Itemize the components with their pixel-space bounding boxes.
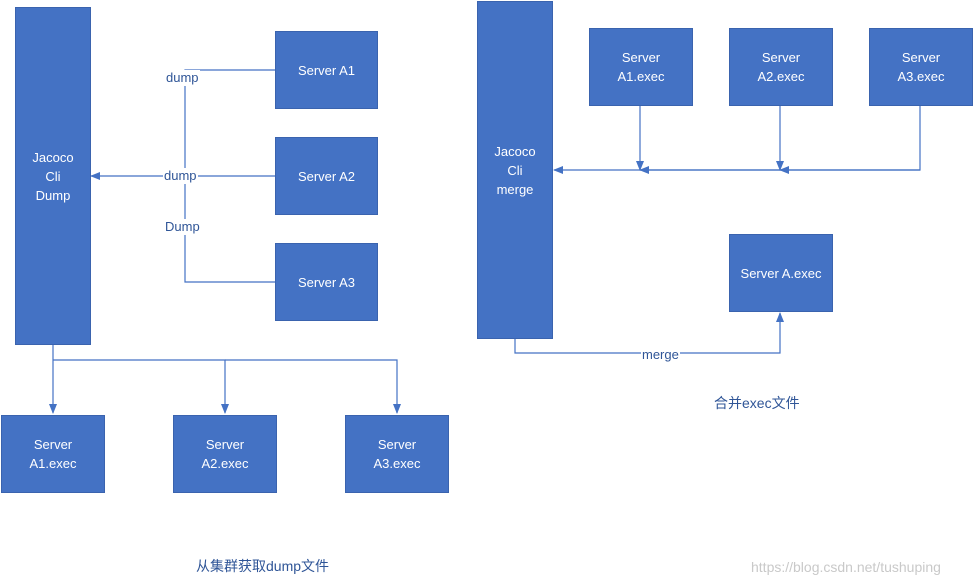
edge-server-a3-dump <box>184 176 276 283</box>
watermark-url: https://blog.csdn.net/tushuping <box>751 559 941 575</box>
edge-merge-bus <box>553 105 921 174</box>
right-caption: 合并exec文件 <box>714 395 800 411</box>
merge-exec-a1-box: Server A1.exec <box>589 28 693 106</box>
exec-file-a2-box: Server A2.exec <box>173 415 277 493</box>
edge-label-dump-a3: Dump <box>164 219 201 235</box>
jacoco-cli-dump-box: Jacoco Cli Dump <box>15 7 91 345</box>
edge-label-merge: merge <box>641 347 680 363</box>
exec-file-a3-box: Server A3.exec <box>345 415 449 493</box>
edge-label-dump-a1: dump <box>165 70 200 86</box>
merge-exec-a2-box: Server A2.exec <box>729 28 833 106</box>
edge-label-dump-a2: dump <box>163 168 198 184</box>
server-a1-box: Server A1 <box>275 31 378 109</box>
jacoco-cli-merge-box: Jacoco Cli merge <box>477 1 553 339</box>
exec-file-a1-box: Server A1.exec <box>1 415 105 493</box>
edge-cli-to-exec-a3 <box>225 359 401 414</box>
edge-cli-to-exec-a2 <box>53 359 229 414</box>
merged-file-box: Server A.exec <box>729 234 833 312</box>
left-caption: 从集群获取dump文件 <box>196 558 330 574</box>
server-a2-box: Server A2 <box>275 137 378 215</box>
server-a3-box: Server A3 <box>275 243 378 321</box>
merge-exec-a3-box: Server A3.exec <box>869 28 973 106</box>
